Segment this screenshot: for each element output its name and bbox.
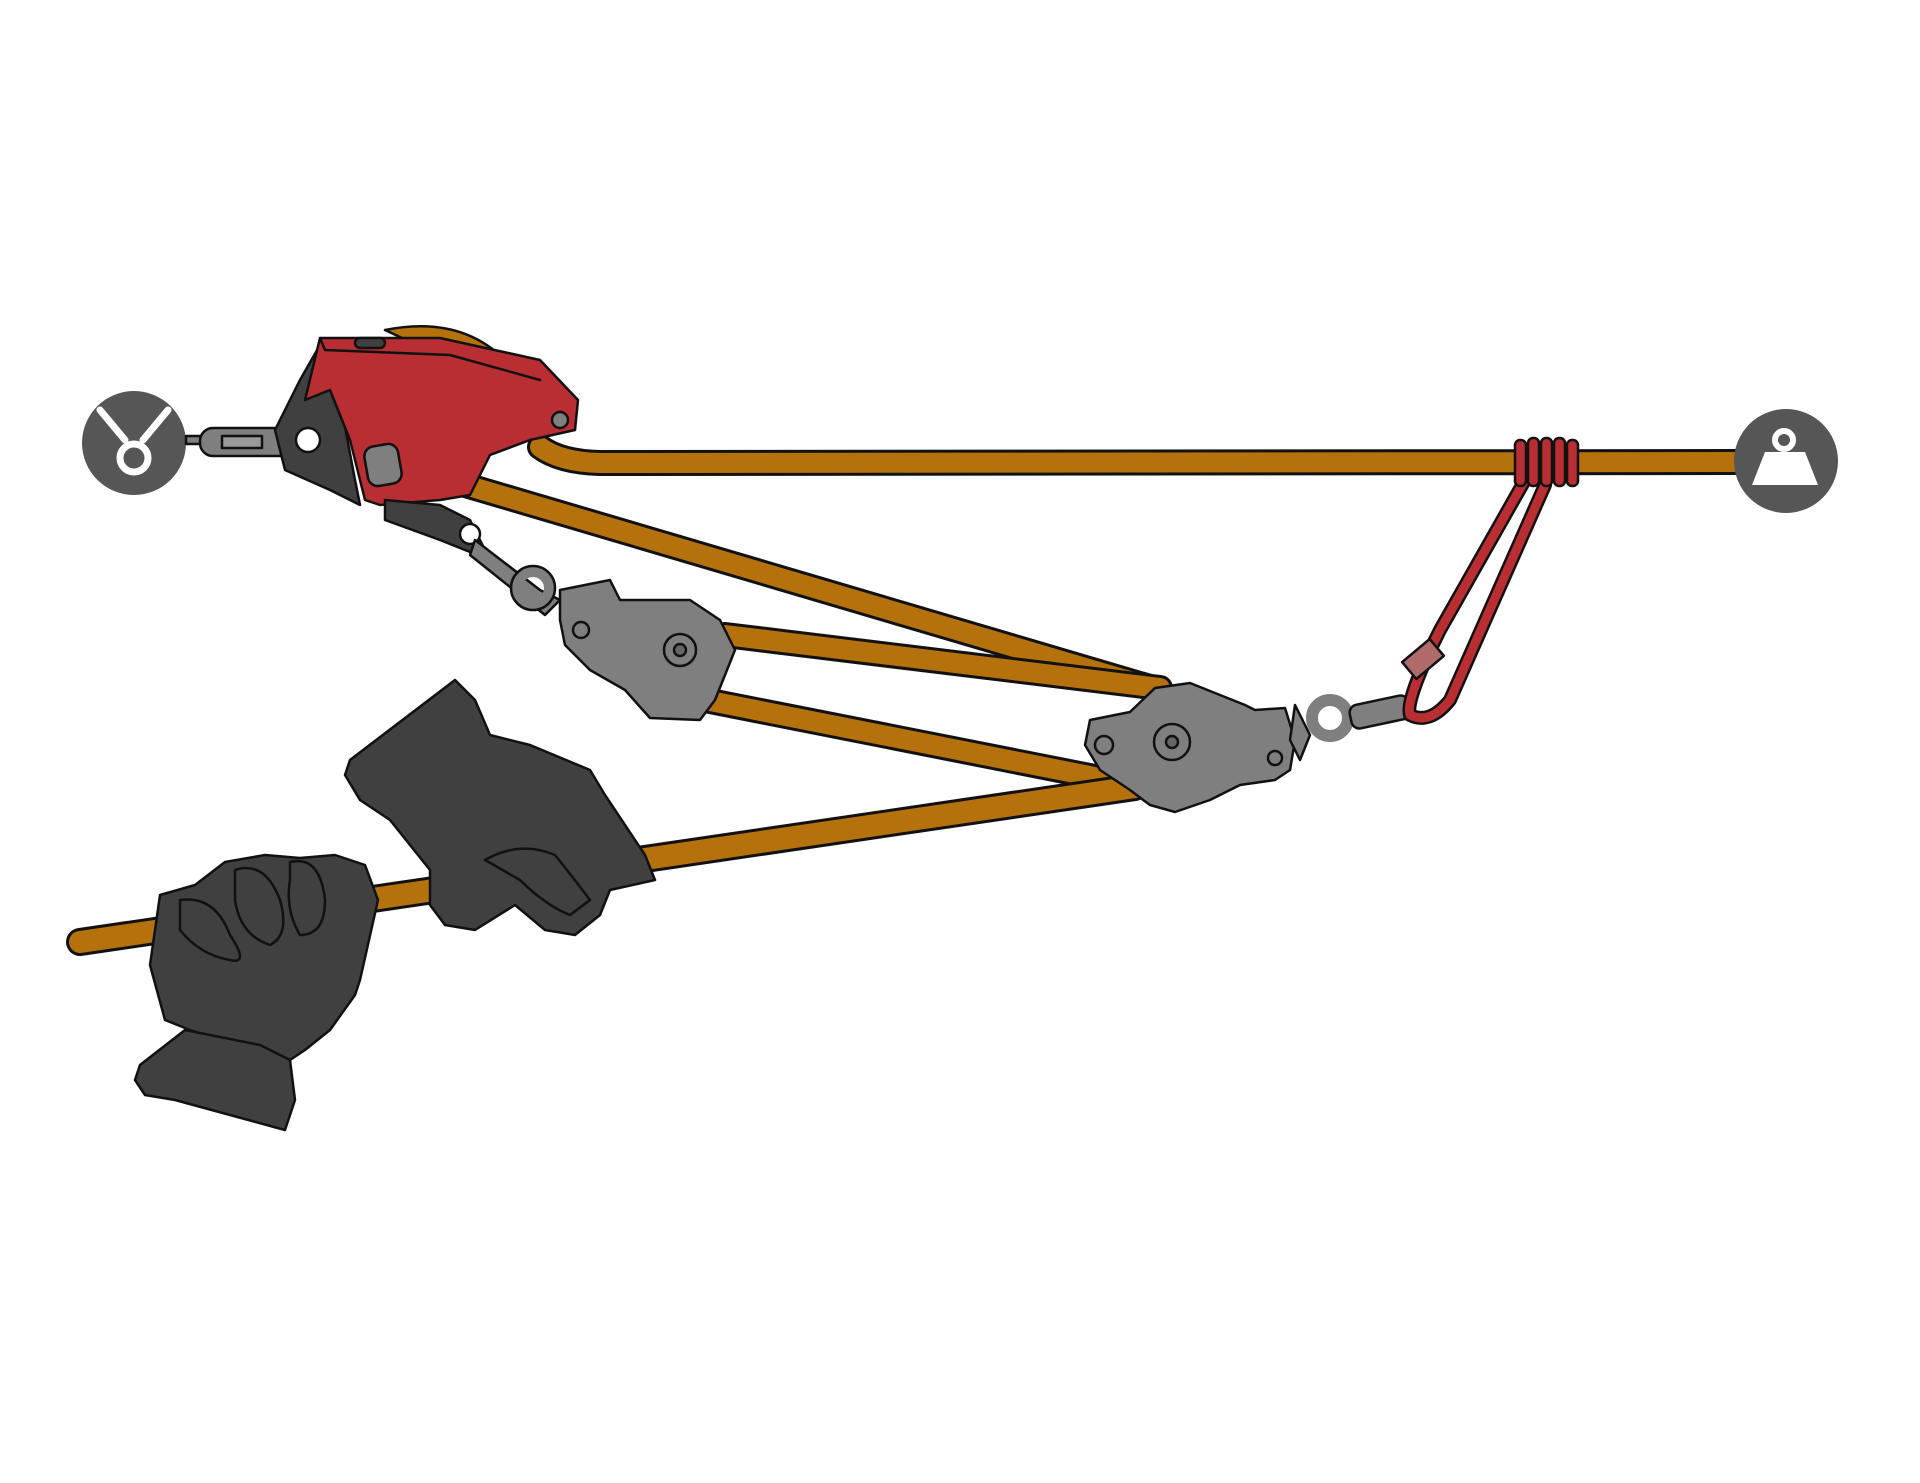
pulley-carabiner — [1306, 694, 1412, 742]
weight-icon — [1734, 409, 1838, 513]
anchor-carabiner — [198, 426, 297, 458]
fixed-pulley — [558, 578, 737, 722]
progress-capture-device — [273, 325, 580, 562]
glove-icon — [133, 678, 657, 1132]
right-glove — [343, 678, 657, 937]
anchor-icon — [82, 391, 218, 495]
prusik-knot — [1400, 436, 1580, 725]
device-carabiner — [468, 538, 562, 617]
moving-pulley — [1083, 681, 1312, 814]
